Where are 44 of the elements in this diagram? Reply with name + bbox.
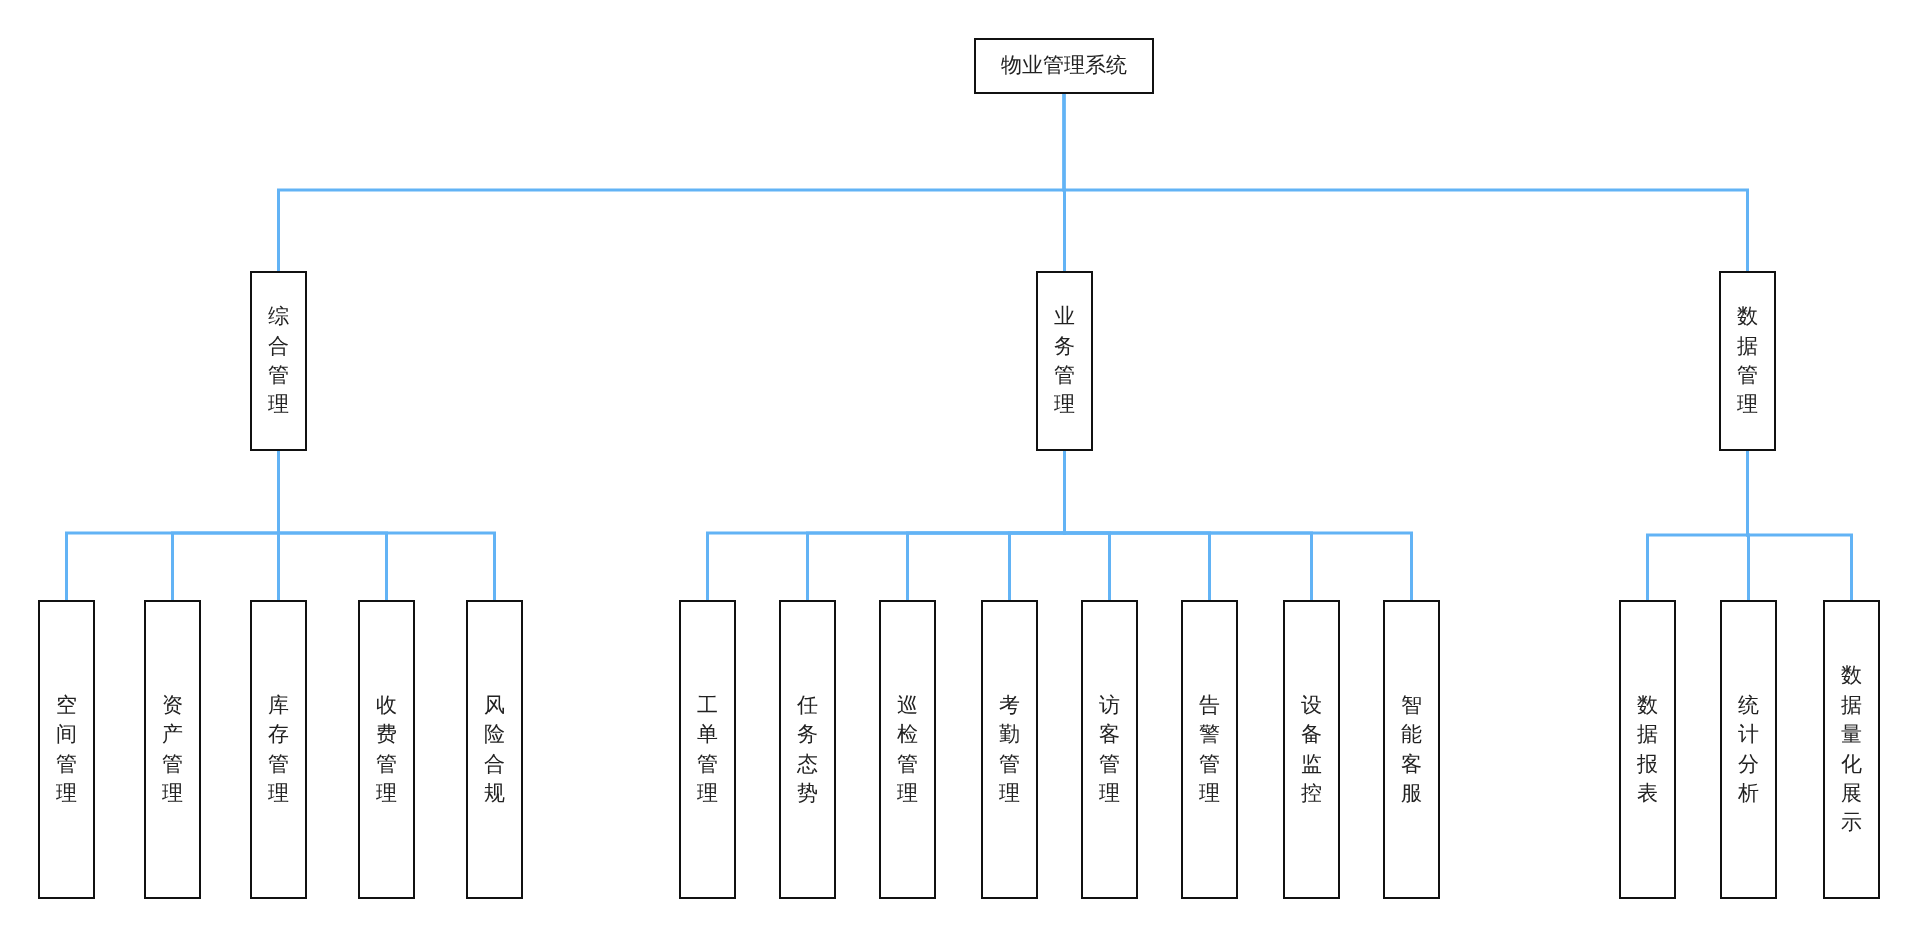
- module-label: 空间管理: [56, 691, 77, 807]
- module-box: [1823, 600, 1880, 899]
- module-box: [358, 600, 415, 899]
- module-label: 统计分析: [1738, 691, 1759, 807]
- module-box: [466, 600, 523, 899]
- module-label: 告警管理: [1199, 691, 1220, 807]
- module-label: 数据量化展示: [1841, 662, 1862, 837]
- module-label: 智能客服: [1401, 691, 1422, 807]
- module-box: [1720, 600, 1777, 899]
- connector-line: [1746, 451, 1853, 600]
- module-box: [779, 600, 836, 899]
- module-box: [1081, 600, 1138, 899]
- module-box: [1036, 271, 1093, 451]
- module-label: 工单管理: [697, 691, 718, 807]
- module-label: 风险合规: [484, 691, 505, 807]
- module-label: 综合管理: [268, 303, 289, 419]
- module-box: [679, 600, 736, 899]
- module-box: [250, 271, 307, 451]
- module-label: 考勤管理: [999, 691, 1020, 807]
- module-label: 数据报表: [1637, 691, 1658, 807]
- connector-line: [1063, 451, 1413, 600]
- module-label: 巡检管理: [897, 691, 918, 807]
- connector-line: [277, 451, 496, 600]
- module-box: [250, 600, 307, 899]
- module-box: [1181, 600, 1238, 899]
- module-label: 收费管理: [376, 691, 397, 807]
- connector-line: [1062, 94, 1749, 271]
- module-label: 设备监控: [1301, 691, 1322, 807]
- module-box: [981, 600, 1038, 899]
- module-label: 资产管理: [162, 691, 183, 807]
- module-label: 物业管理系统: [1001, 52, 1127, 80]
- module-box: [879, 600, 936, 899]
- module-box: [1383, 600, 1440, 899]
- module-label: 库存管理: [268, 691, 289, 807]
- module-box: [974, 38, 1154, 94]
- module-label: 数据管理: [1737, 303, 1758, 419]
- module-box: [38, 600, 95, 899]
- module-label: 访客管理: [1099, 691, 1120, 807]
- module-label: 业务管理: [1054, 303, 1075, 419]
- module-box: [1719, 271, 1776, 451]
- module-label: 任务态势: [797, 691, 818, 807]
- module-box: [1619, 600, 1676, 899]
- module-box: [144, 600, 201, 899]
- module-box: [1283, 600, 1340, 899]
